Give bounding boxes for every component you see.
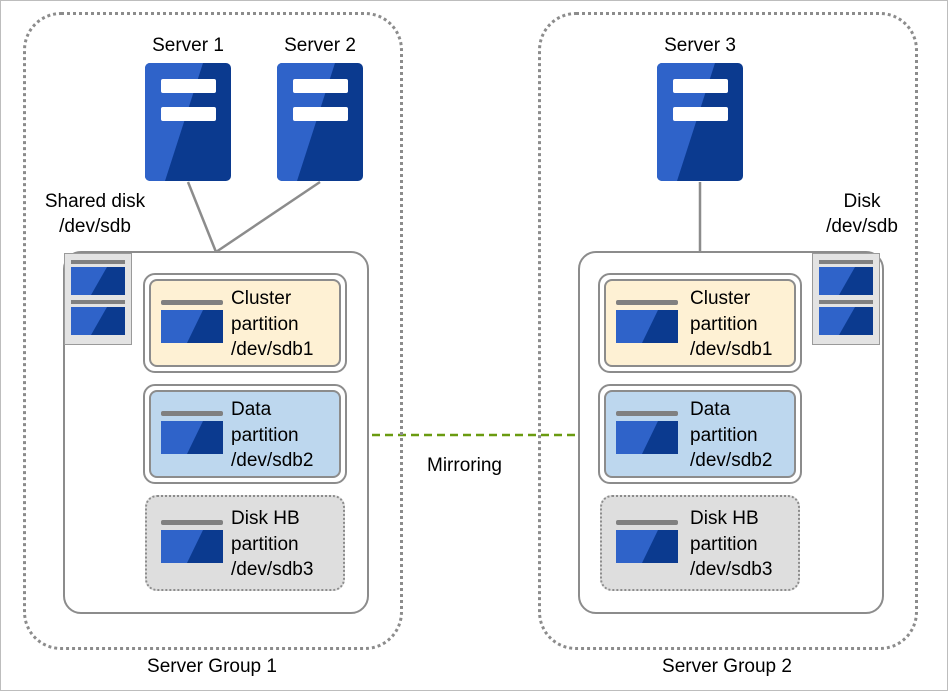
partition-device: /dev/sdb1 xyxy=(690,339,773,360)
server-icon xyxy=(657,63,743,181)
disk-icon xyxy=(64,253,132,345)
server1-link xyxy=(186,181,218,253)
partition-type: partition xyxy=(690,424,758,446)
partition-device: /dev/sdb2 xyxy=(231,450,314,471)
server2-link xyxy=(215,180,321,254)
shared-disk-device: /dev/sdb xyxy=(59,216,131,237)
server-3-label: Server 3 xyxy=(664,35,736,56)
data-partition: Data partition /dev/sdb2 xyxy=(143,384,347,484)
shared-disk-label: Shared disk /dev/sdb xyxy=(30,189,160,239)
partition-device: /dev/sdb1 xyxy=(231,339,314,360)
disk-title: Disk xyxy=(843,191,881,212)
partition-icon xyxy=(161,520,223,563)
cluster-partition: Cluster partition /dev/sdb1 xyxy=(598,273,802,373)
server-group-1-box xyxy=(23,12,403,650)
disk-hb-partition: Disk HB partition /dev/sdb3 xyxy=(145,495,345,591)
cluster-partition: Cluster partition /dev/sdb1 xyxy=(143,273,347,373)
server-icon xyxy=(145,63,231,181)
partition-type: partition xyxy=(231,313,299,335)
partition-title: Data xyxy=(231,399,272,420)
mirroring-label: Mirroring xyxy=(427,455,502,476)
partition-title: Cluster xyxy=(690,288,751,309)
partition-title: Disk HB xyxy=(690,508,759,529)
disk-device: /dev/sdb xyxy=(826,216,898,237)
partition-title: Data xyxy=(690,399,731,420)
partition-icon xyxy=(161,411,223,454)
disk-hb-partition: Disk HB partition /dev/sdb3 xyxy=(600,495,800,591)
partition-icon xyxy=(616,300,678,343)
server-2-label: Server 2 xyxy=(284,35,356,56)
partition-type: partition xyxy=(690,313,758,335)
server-icon xyxy=(277,63,363,181)
partition-icon xyxy=(616,520,678,563)
server-group-2-box xyxy=(538,12,918,650)
disk-icon xyxy=(812,253,880,345)
partition-type: partition xyxy=(231,424,299,446)
partition-icon xyxy=(161,300,223,343)
partition-device: /dev/sdb3 xyxy=(231,559,314,580)
partition-title: Disk HB xyxy=(231,508,300,529)
disk-label: Disk /dev/sdb xyxy=(810,189,914,239)
partition-device: /dev/sdb2 xyxy=(690,450,773,471)
data-partition: Data partition /dev/sdb2 xyxy=(598,384,802,484)
server-group-1-label: Server Group 1 xyxy=(147,656,277,677)
partition-icon xyxy=(616,411,678,454)
partition-title: Cluster xyxy=(231,288,292,309)
shared-disk-title: Shared disk xyxy=(44,191,146,212)
partition-device: /dev/sdb3 xyxy=(690,559,773,580)
partition-type: partition xyxy=(231,533,299,555)
partition-type: partition xyxy=(690,533,758,555)
server-group-2-label: Server Group 2 xyxy=(662,656,792,677)
server-1-label: Server 1 xyxy=(152,35,224,56)
